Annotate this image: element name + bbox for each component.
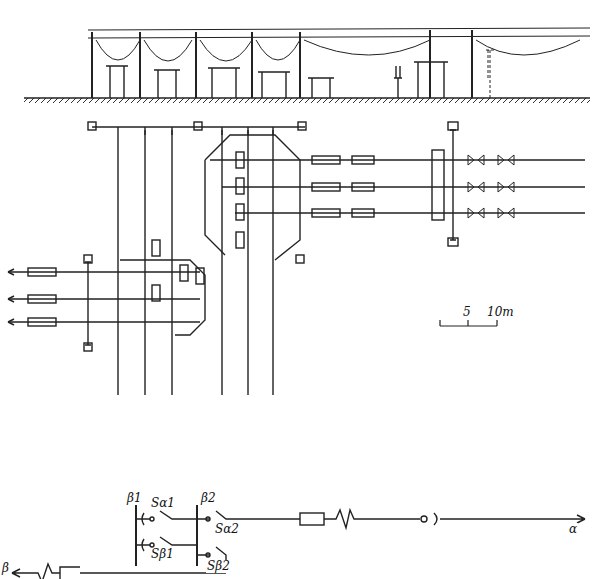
plan-view	[8, 122, 585, 395]
switch-label: Sβ2	[206, 560, 231, 573]
scale-number: 10m	[486, 306, 515, 319]
bus-label: β2	[200, 492, 217, 505]
switch-label: Sα2	[214, 523, 240, 536]
feeder-label: α	[568, 523, 578, 536]
elevation-view	[24, 28, 590, 103]
switch-label: Sα1	[150, 497, 176, 510]
scale-number: 5	[462, 306, 472, 319]
bus-label: β1	[126, 492, 143, 505]
feeder-label: β	[1, 562, 10, 575]
single-line-schematic	[12, 505, 585, 579]
switch-label: Sβ1	[150, 548, 175, 561]
